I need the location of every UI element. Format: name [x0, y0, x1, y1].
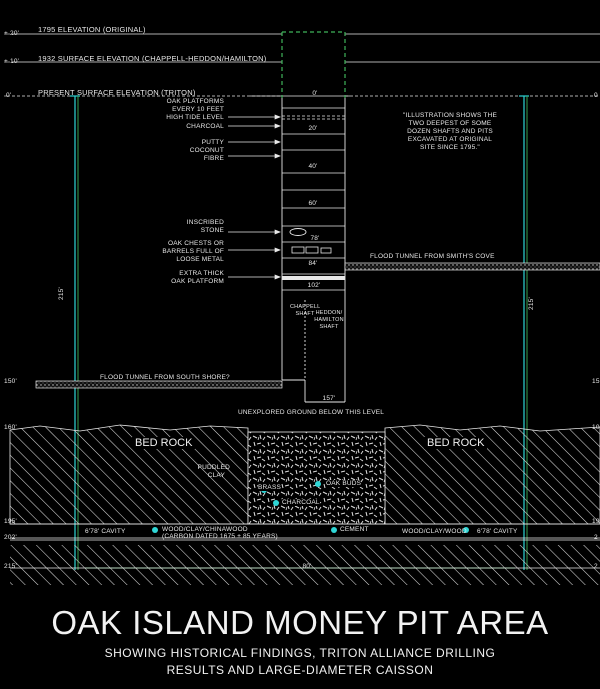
depth-84: 84'	[308, 260, 318, 267]
label-charcoal: CHARCOAL	[186, 123, 224, 130]
elevation-1795: 1795 ELEVATION (ORIGINAL)	[38, 25, 146, 34]
note-line-1: "ILLUSTRATION SHOWS THE	[402, 112, 498, 119]
rscale-20: 2	[594, 534, 598, 541]
cross-section-svg	[4, 31, 600, 585]
wood-right-marker	[463, 527, 469, 533]
scale-plus10: + 10'	[4, 58, 20, 65]
flood-south-label: FLOOD TUNNEL FROM SOUTH SHORE?	[100, 374, 230, 381]
label-oak-platforms: OAK PLATFORMS	[166, 98, 224, 105]
note-line-4: EXCAVATED AT ORIGINAL	[407, 136, 493, 143]
bedrock-left-label: BED ROCK	[132, 437, 196, 449]
cavity-right-label: 6'78' CAVITY	[477, 528, 518, 535]
money-pit-shaft	[281, 98, 346, 403]
scale-160: 160'	[4, 424, 17, 431]
depth-215-right: 215'	[528, 297, 535, 310]
label-every-10: EVERY 10 FEET	[172, 106, 224, 113]
wood-left-marker	[152, 527, 158, 533]
rscale-10: 10	[592, 424, 600, 431]
label-fibre: FIBRE	[203, 155, 224, 162]
puddled-label-1: PUDDLED	[197, 464, 230, 471]
oak-platform-lines	[282, 107, 345, 291]
cavity-band	[10, 523, 600, 541]
bedrock-right-label: BED ROCK	[424, 437, 488, 449]
lower-bedrock	[10, 545, 600, 585]
chests-shapes	[291, 246, 332, 254]
note-line-3: DOZEN SHAFTS AND PITS	[407, 128, 493, 135]
label-inscribed: INSCRIBED	[186, 219, 224, 226]
note-line-2: TWO DEEPEST OF SOME	[408, 120, 492, 127]
subtitle-line-1: SHOWING HISTORICAL FINDINGS, TRITON ALLI…	[104, 646, 496, 660]
scale-plus20: + 20'	[4, 30, 20, 37]
scale-202: 202'	[4, 534, 17, 541]
note-line-5: SITE SINCE 1795."	[420, 144, 480, 151]
charcoal-marker	[273, 500, 279, 506]
label-chests-3: LOOSE METAL	[176, 256, 224, 263]
illustration-note: "ILLUSTRATION SHOWS THE TWO DEEPEST OF S…	[385, 112, 515, 152]
elevation-lines	[12, 33, 600, 97]
wood-right-label: WOOD/CLAY/WOOD	[402, 528, 467, 535]
carbon-label: (CARBON DATED 1675 ± 85 YEARS)	[162, 533, 278, 540]
depth-102: 102'	[307, 282, 321, 289]
bedrock-right	[384, 424, 600, 525]
cavity-left-label: 6'78' CAVITY	[85, 528, 126, 535]
scale-ticks	[4, 33, 10, 97]
depth-40: 40'	[308, 163, 318, 170]
page-title: OAK ISLAND MONEY PIT AREA	[51, 604, 549, 641]
label-chests-2: BARRELS FULL OF	[162, 248, 224, 255]
chappell-shaft-label: CHAPPELL SHAFT	[290, 304, 321, 317]
brass-label: BRASS	[258, 484, 282, 491]
chip-fill	[247, 431, 386, 525]
depth-78: 78'	[310, 235, 320, 242]
label-thick-1: EXTRA THICK	[179, 270, 224, 277]
label-stone: STONE	[200, 227, 224, 234]
elevation-present: PRESENT SURFACE ELEVATION (TRITON)	[38, 88, 196, 97]
cement-marker	[331, 527, 337, 533]
wood-left-label: WOOD/CLAY/CHINAWOOD	[162, 526, 248, 533]
subtitle-line-2: RESULTS AND LARGE-DIAMETER CAISSON	[166, 663, 434, 677]
label-thick-2: OAK PLATFORM	[171, 278, 224, 285]
depth-80-width: 80'	[302, 563, 312, 570]
label-coconut: COCONUT	[189, 147, 224, 154]
flood-smith-label: FLOOD TUNNEL FROM SMITH'S COVE	[370, 253, 495, 260]
depth-215-left: 215'	[58, 287, 65, 300]
cement-label: CEMENT	[340, 526, 369, 533]
thick-oak-platform	[282, 276, 345, 280]
rscale-21: 2	[594, 563, 598, 570]
rscale-19: 19	[592, 518, 600, 525]
label-high-tide: HIGH TIDE LEVEL	[166, 114, 224, 121]
label-putty: PUTTY	[201, 139, 224, 146]
depth-0: 0'	[312, 90, 318, 97]
heddon-shaft-label: HEDDON/ HAMILTON SHAFT	[314, 310, 344, 330]
rscale-zero: 0	[594, 92, 598, 99]
caisson-outline	[281, 31, 346, 98]
flood-tunnel-south	[35, 380, 283, 389]
oak-buds-marker	[315, 481, 321, 487]
elevation-1932: 1932 SURFACE ELEVATION (CHAPPELL-HEDDON/…	[38, 54, 267, 63]
depth-60: 60'	[308, 200, 318, 207]
rscale-15: 15	[592, 378, 600, 385]
charcoal-find-label: CHARCOAL	[282, 499, 320, 506]
pointer-arrows	[228, 114, 281, 280]
unexplored-label: UNEXPLORED GROUND BELOW THIS LEVEL	[238, 409, 385, 416]
scale-150: 150'	[4, 378, 17, 385]
scale-zero: 0'	[6, 92, 12, 99]
oak-buds-label: OAK BUDS	[326, 480, 362, 487]
label-chests-1: OAK CHESTS OR	[167, 240, 224, 247]
scale-195: 195'	[4, 518, 17, 525]
scale-215: 215'	[4, 563, 17, 570]
puddled-label-2: CLAY	[207, 472, 225, 479]
flood-tunnel-smith	[344, 262, 600, 271]
inscribed-stone-shape	[289, 228, 307, 236]
depth-157: 157'	[322, 395, 336, 402]
depth-20: 20'	[308, 125, 318, 132]
